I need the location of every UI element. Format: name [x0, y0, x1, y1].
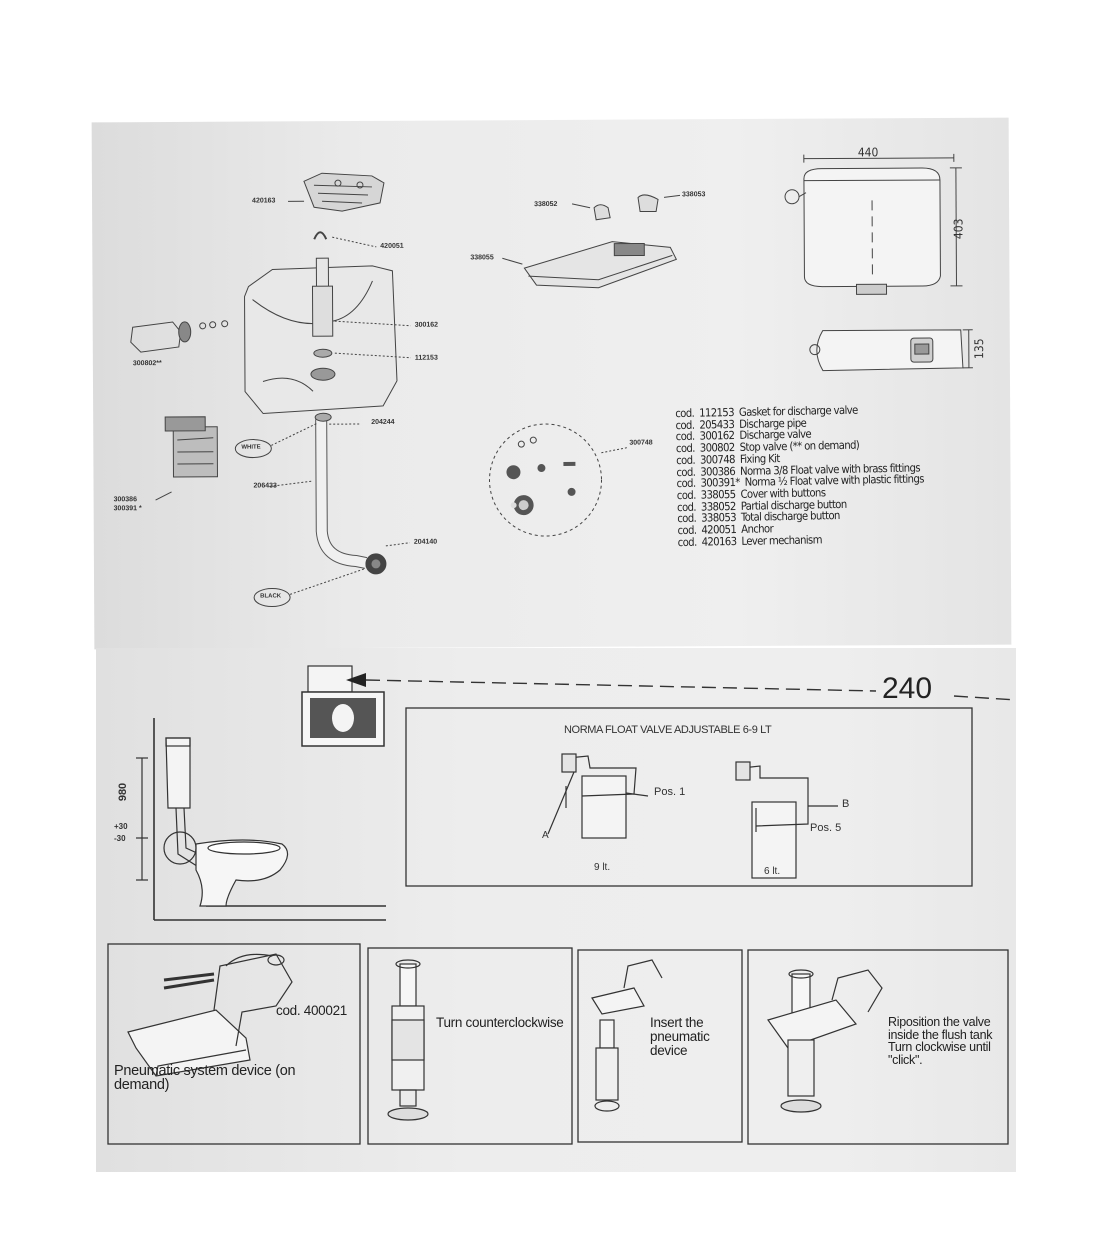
- step4-text: Riposition the valve inside the flush ta…: [888, 1015, 993, 1067]
- step3-text: Insert the pneumatic device: [650, 1015, 710, 1058]
- label-b: B: [842, 798, 850, 810]
- button-cover-drawing: [523, 241, 678, 289]
- float-valve-pos1-drawing: [547, 753, 649, 839]
- dimension-depth: 135: [972, 338, 987, 360]
- toilet-side-view-drawing: [136, 718, 386, 921]
- part-label-338052: 338052: [534, 200, 558, 209]
- stop-valve-drawing: [130, 320, 229, 353]
- part-label-204244: 204244: [371, 418, 395, 426]
- exploded-view-drawing: [130, 153, 973, 607]
- part-label-206433: 206433: [253, 482, 277, 490]
- insert-pneumatic-drawing: [591, 959, 663, 1112]
- dimension-980: 980: [117, 782, 130, 802]
- part-label-112153: 112153: [414, 354, 438, 362]
- installation-drawing: [107, 665, 1017, 1145]
- part-label-204140: 204140: [413, 538, 438, 546]
- float-valve-pos5-drawing: [735, 761, 838, 879]
- part-label-300391: 300391 *: [113, 505, 142, 513]
- tank-top-view-drawing: [809, 329, 973, 372]
- label-pos1: Pos. 1: [654, 786, 686, 798]
- part-label-338053: 338053: [681, 191, 706, 199]
- step1-text: Pneumatic system device (on demand): [114, 1063, 296, 1093]
- label-a: A: [542, 830, 549, 841]
- label-9-liters: 9 lt.: [594, 862, 611, 873]
- part-label-300802: 300802**: [132, 360, 162, 368]
- label-6-liters: 6 lt.: [764, 866, 781, 877]
- dimension-width: 440: [857, 145, 879, 160]
- dimension-240: 240: [882, 672, 933, 705]
- pneumatic-device-drawing: [127, 953, 293, 1077]
- dimension-height: 403: [951, 218, 966, 240]
- installation-instructions-sheet: 240 980 +30 -30 NORMA FLOAT VALVE ADJUST…: [96, 648, 1017, 1172]
- label-white: WHITE: [241, 444, 261, 451]
- part-label-338055: 338055: [470, 254, 494, 262]
- tank-body-drawing: [244, 257, 398, 415]
- step1-code: cod. 400021: [276, 1003, 348, 1018]
- tank-front-view-drawing: [784, 153, 963, 295]
- part-label-300162: 300162: [414, 321, 439, 329]
- fixing-kit-parts: [506, 461, 576, 516]
- part-label-300748: 300748: [629, 439, 653, 447]
- discharge-valve-drawing: [387, 959, 429, 1121]
- reposition-valve-drawing: [767, 969, 883, 1113]
- float-valve-drawing: [164, 416, 218, 478]
- dimension-minus30: -30: [114, 834, 126, 843]
- float-valve-title: NORMA FLOAT VALVE ADJUSTABLE 6-9 LT: [564, 724, 772, 736]
- label-pos5: Pos. 5: [810, 822, 842, 834]
- dimension-plus30: +30: [114, 822, 128, 831]
- label-black: BLACK: [260, 593, 282, 600]
- part-label-420163: 420163: [252, 197, 276, 205]
- part-label-300386: 300386: [113, 496, 137, 504]
- step2-text: Turn counterclockwise: [436, 1015, 564, 1030]
- exploded-parts-sheet: 420163 420051 300162 112153 300802** 204…: [91, 117, 1012, 650]
- lever-mechanism-drawing: [303, 172, 385, 212]
- part-label-420051: 420051: [380, 242, 404, 250]
